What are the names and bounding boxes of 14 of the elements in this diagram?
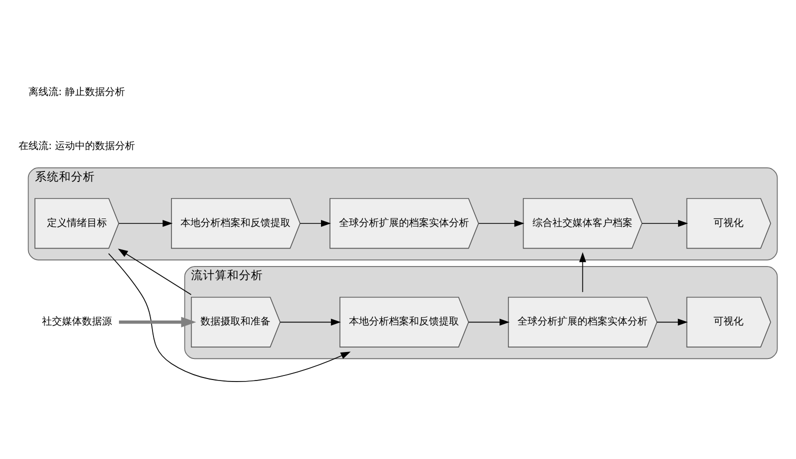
arrow bbox=[118, 248, 192, 296]
arrow bbox=[579, 252, 586, 292]
arrow bbox=[478, 220, 524, 227]
arrow bbox=[280, 318, 341, 326]
label: 在线流: 运动中的数据分析 bbox=[18, 140, 136, 152]
arrow bbox=[642, 220, 688, 227]
arrow bbox=[118, 316, 196, 328]
arrow bbox=[118, 220, 173, 227]
arrow bbox=[300, 220, 331, 227]
label: 离线流: 静止数据分析 bbox=[28, 86, 126, 98]
arrow bbox=[108, 253, 351, 382]
arrow bbox=[468, 318, 510, 326]
arrow bbox=[656, 318, 688, 326]
node-text: 社交媒体数据源 bbox=[42, 316, 112, 328]
